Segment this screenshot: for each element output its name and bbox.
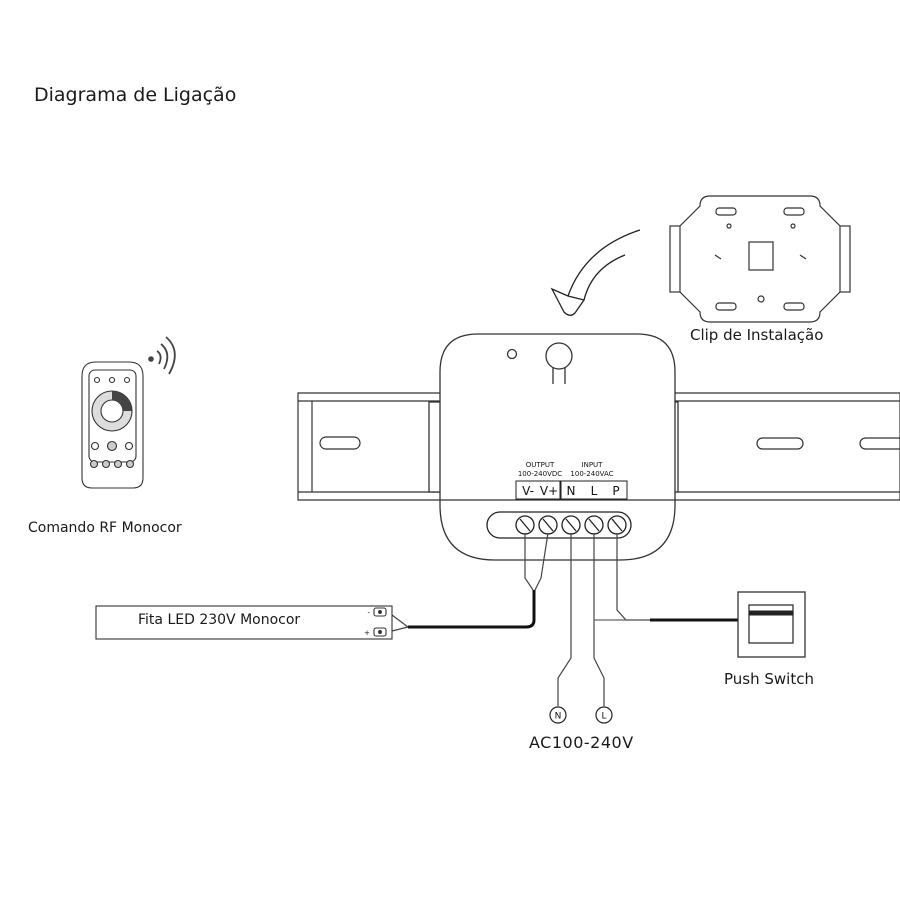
- wireless-signal-icon: [148, 336, 176, 375]
- output-header: OUTPUT: [526, 461, 555, 469]
- strip-minus: -: [367, 609, 370, 617]
- page-title: Diagrama de Ligação: [34, 84, 237, 106]
- terminal-label: P: [612, 484, 619, 498]
- screw-terminals: [486, 511, 632, 539]
- remote-label: Comando RF Monocor: [28, 520, 182, 536]
- neutral-symbol: N: [555, 712, 562, 722]
- remote-control-icon: [81, 361, 144, 489]
- clip-label: Clip de Instalação: [690, 326, 824, 344]
- arrow-icon: [550, 229, 641, 316]
- controller-module: [428, 333, 679, 561]
- input-rating: 100-240VAC: [570, 470, 613, 478]
- output-rating: 100-240VDC: [518, 470, 562, 478]
- wires: [378, 532, 738, 706]
- ac-source: N L: [549, 706, 613, 724]
- terminal-label: N: [567, 484, 576, 498]
- ac-source-label: AC100-240V: [529, 733, 634, 752]
- switch-icon: [737, 591, 806, 658]
- led-strip: - +: [95, 605, 393, 640]
- strip-plus: +: [364, 629, 370, 637]
- push-switch-label: Push Switch: [724, 670, 814, 688]
- terminal-label: V+: [540, 484, 558, 498]
- terminal-label: L: [591, 484, 598, 498]
- clip-icon: [669, 195, 851, 323]
- input-header: INPUT: [582, 461, 604, 469]
- terminal-block: OUTPUT 100-240VDC INPUT 100-240VAC V- V+…: [515, 461, 628, 500]
- terminal-label: V-: [522, 484, 534, 498]
- led-strip-label: Fita LED 230V Monocor: [138, 612, 301, 628]
- live-symbol: L: [601, 712, 606, 722]
